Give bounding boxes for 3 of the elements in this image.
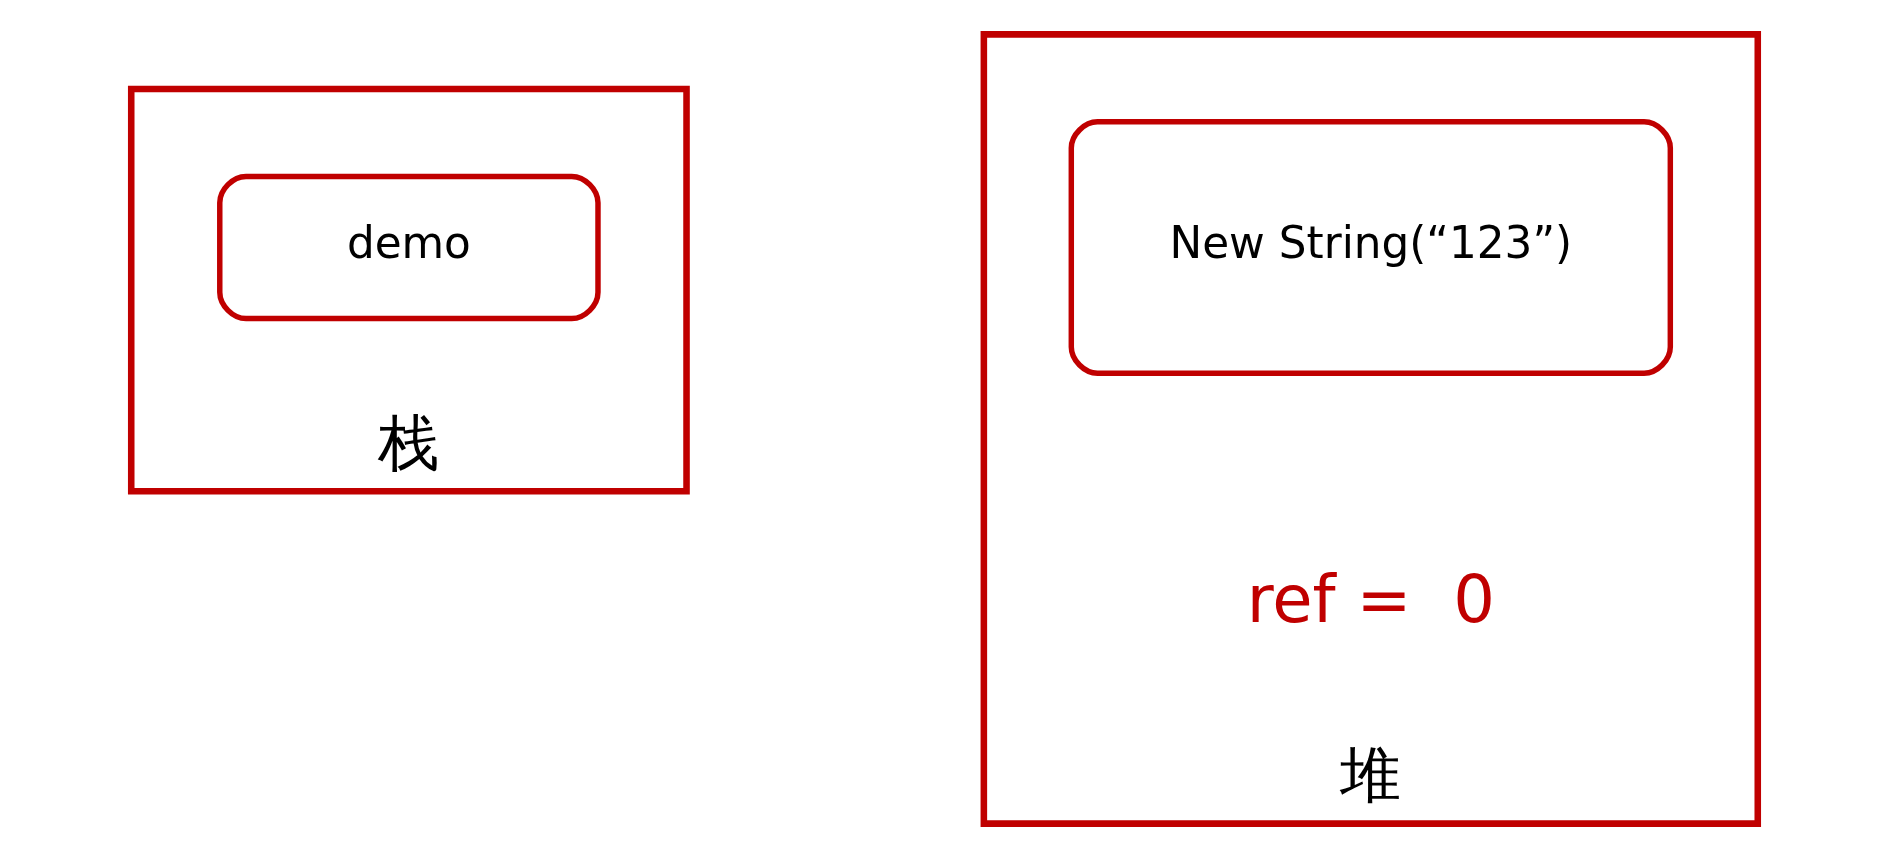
node-box: New String(“123”) <box>1068 119 1673 376</box>
label: ref = 0 <box>1246 561 1495 638</box>
node-box: demo <box>216 173 601 322</box>
